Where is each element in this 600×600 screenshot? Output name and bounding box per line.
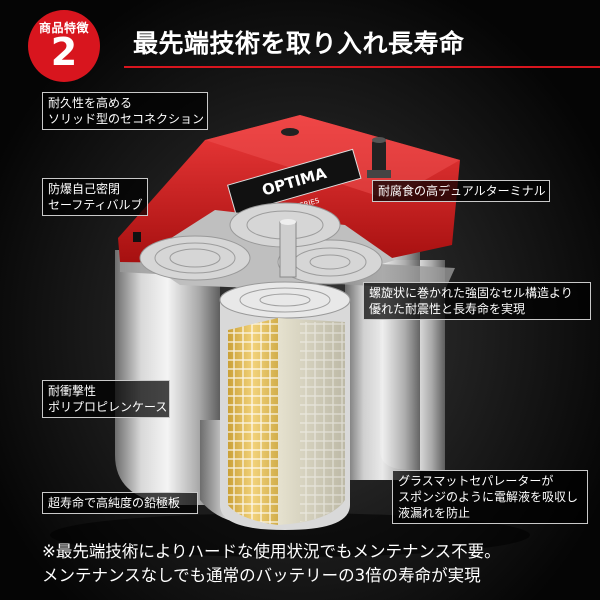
callout-terminal-connection: 耐久性を高める ソリッド型のセコネクション	[42, 92, 208, 130]
footer-line: ※最先端技術によりハードな使用状況でもメンテナンス不要。	[42, 542, 501, 561]
badge-caption: 商品特徴	[38, 21, 89, 35]
badge-number: 2	[50, 30, 78, 74]
callout-glass-mat: グラスマットセパレーターが スポンジのように電解液を吸収し 液漏れを防止	[392, 470, 588, 524]
callout-spiral-cell: 螺旋状に巻かれた強固なセル構造より 優れた耐震性と長寿命を実現	[363, 282, 591, 320]
callout-lead-plate: 超寿命で高純度の鉛極板	[42, 492, 198, 514]
feature-number-badge: 商品特徴 2	[28, 10, 100, 82]
footer-note: ※最先端技術によりハードな使用状況でもメンテナンス不要。 メンテナンスなしでも通…	[42, 540, 501, 588]
page-title: 最先端技術を取り入れ長寿命	[133, 29, 465, 58]
footer-line: メンテナンスなしでも通常のバッテリーの3倍の寿命が実現	[42, 566, 481, 585]
callout-dual-terminal: 耐腐食の高デュアルターミナル	[372, 180, 550, 202]
callout-shock-case: 耐衝撃性 ポリプロピレンケース	[42, 380, 170, 418]
terminal-post	[367, 137, 391, 178]
title-underline	[124, 66, 600, 68]
callout-safety-valve: 防爆自己密閉 セーフティバルブ	[42, 178, 148, 216]
